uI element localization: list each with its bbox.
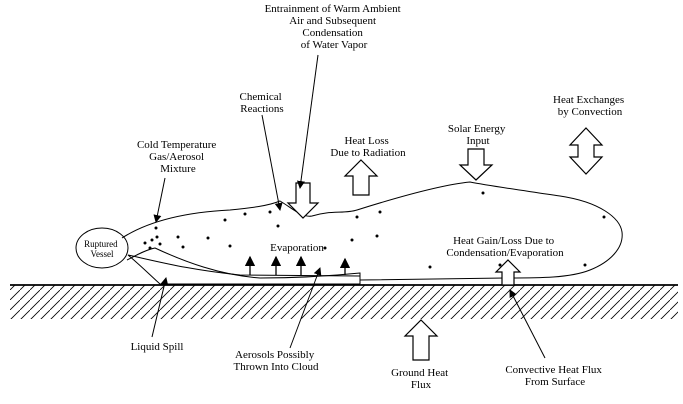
ruptured-vessel <box>75 227 129 269</box>
solar-down-arrow <box>458 148 494 181</box>
label-cold-temperature: Cold Temperature Gas/Aerosol Mixture <box>137 139 219 175</box>
leader-lines <box>151 54 546 359</box>
label-entrainment: Entrainment of Warm Ambient Air and Subs… <box>265 3 404 51</box>
label-evaporation: Evaporation <box>270 242 324 254</box>
aerosol-droplets <box>143 191 606 269</box>
label-solar-energy: Solar Energy Input <box>448 123 508 147</box>
label-chemical-reactions: Chemical Reactions <box>240 91 285 115</box>
ground-surface <box>10 284 678 319</box>
label-heat-loss-radiation: Heat Loss Due to Radiation <box>330 135 406 159</box>
label-ground-heat: Ground Heat Flux <box>391 367 451 391</box>
label-convective-flux: Convective Heat Flux From Surface <box>505 364 604 388</box>
ground-heat-up-arrow <box>403 319 439 361</box>
label-condensation: Heat Gain/Loss Due to Condensation/Evapo… <box>446 235 564 259</box>
condensation-up-arrow <box>494 259 522 286</box>
label-ruptured-vessel: Ruptured Vessel <box>84 239 120 259</box>
liquid-pool <box>127 254 361 285</box>
convection-double-arrow <box>568 127 604 175</box>
entrainment-down-arrow <box>286 182 320 219</box>
label-liquid-spill: Liquid Spill <box>131 341 184 353</box>
radiation-up-arrow <box>343 159 379 196</box>
vapor-cloud-outline <box>121 181 623 281</box>
label-convection: Heat Exchanges by Convection <box>553 94 627 118</box>
evaporation-arrows <box>244 255 351 275</box>
label-aerosols: Aerosols Possibly Thrown Into Cloud <box>234 349 319 373</box>
